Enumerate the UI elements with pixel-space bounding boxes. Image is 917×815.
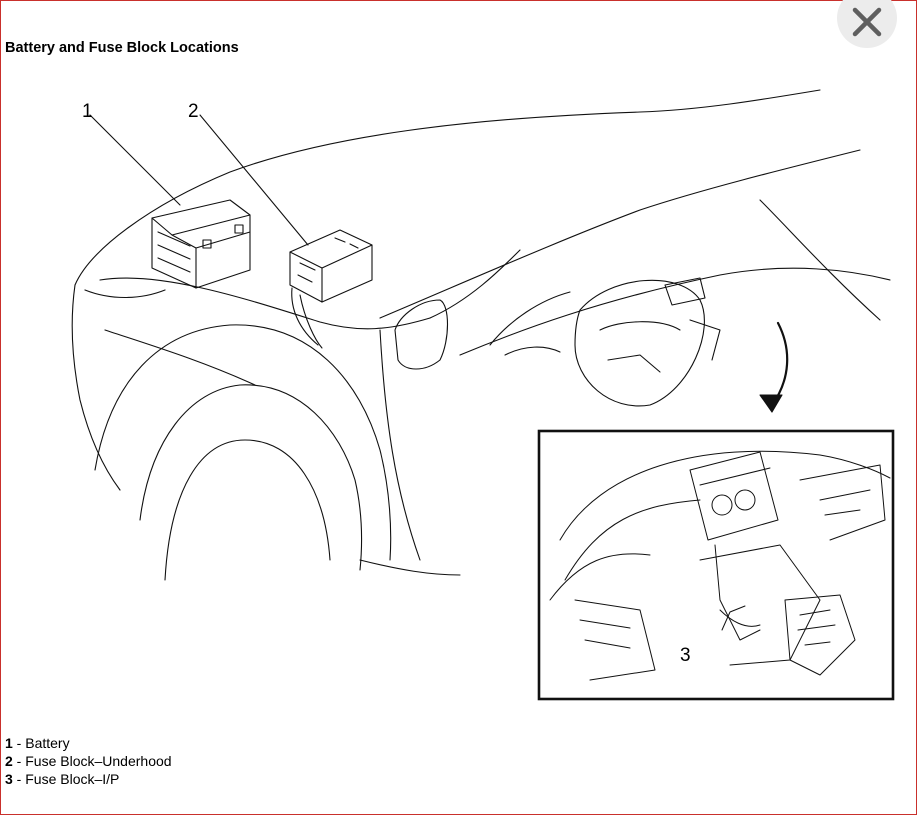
close-icon [852,7,882,37]
inset-panel [537,429,895,701]
wheel-arch-inner [139,384,363,571]
a-pillar [429,249,521,319]
callout-3: 3 [680,645,691,666]
direction-arrow [770,321,789,407]
hood-outline [74,89,821,286]
mirror [394,299,448,370]
dash-vent [664,277,706,306]
fuse-block-underhood [289,229,373,349]
windshield-right [759,199,881,321]
fuse-block-ip [784,594,856,676]
hood-line [99,277,431,330]
door-line [379,329,421,561]
legend-item: 2 - Fuse Block–Underhood [5,753,172,769]
legend-item: 1 - Battery [5,735,70,751]
console [699,544,821,666]
windshield-lower [459,267,891,356]
leader-2 [199,114,309,246]
steering-wheel [574,279,705,407]
callout-2: 2 [188,101,199,122]
close-button[interactable] [837,0,897,48]
leader-1 [89,114,181,206]
rocker [359,559,461,576]
callout-1: 1 [82,101,93,122]
dash-top [559,450,891,541]
windshield-top [379,149,861,319]
legend: 1 - Battery 2 - Fuse Block–Underhood 3 -… [5,734,172,788]
page-title: Battery and Fuse Block Locations [5,40,239,56]
front-fascia [71,284,121,491]
tire [164,439,331,581]
headlight [84,289,166,299]
legend-item: 3 - Fuse Block–I/P [5,771,120,787]
fender-line [104,329,256,386]
wheel-arch-outer [94,324,392,561]
battery [151,199,251,289]
center-stack [689,451,779,541]
